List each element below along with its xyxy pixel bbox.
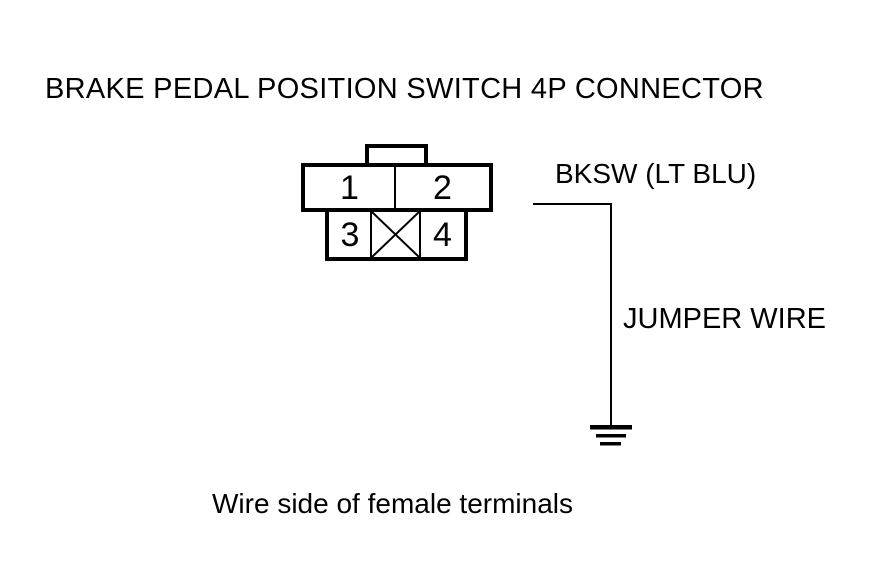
wire-horizontal-segment [533,203,612,205]
pin-3-label: 3 [340,215,360,254]
pin-divider-line [394,167,396,208]
wire-signal-label: BKSW (LT BLU) [555,158,757,189]
connector-upper-body [301,163,493,212]
jumper-wire-label: JUMPER WIRE [623,303,826,335]
ground-icon [590,425,632,446]
pin-4-label: 4 [433,215,452,254]
diagram-caption: Wire side of female terminals [212,488,574,519]
pin-1-label: 1 [340,168,359,207]
wire-vertical-segment [610,203,612,427]
blocked-cavity-left-line [370,212,372,257]
blocked-cavity-right-line [419,212,421,257]
blocked-cavity-x-icon [372,212,419,257]
pin-2-label: 2 [433,168,452,207]
diagram-title: BRAKE PEDAL POSITION SWITCH 4P CONNECTOR [45,73,764,105]
